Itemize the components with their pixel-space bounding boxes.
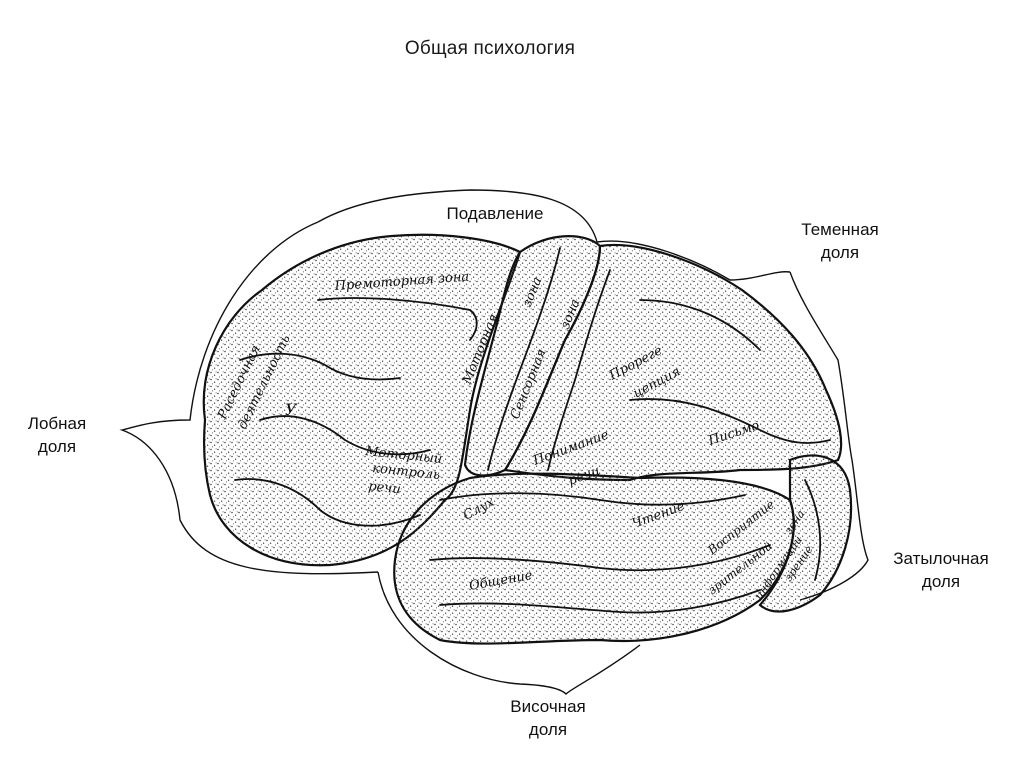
- frontal-bracket: [119, 221, 379, 575]
- suppression-text: Подавление: [446, 204, 544, 223]
- premotor-sulcus: [317, 297, 478, 341]
- temporal-sulcus-2: [439, 589, 761, 614]
- suppression-label: Подавление: [410, 202, 580, 225]
- frontal-lobe-label: Лобная доля: [2, 412, 112, 458]
- slide-title: Общая психология: [404, 38, 576, 59]
- occipital-lobe-line-1: Затылочная: [893, 549, 989, 568]
- y-mark: У: [285, 400, 298, 419]
- occipital-lobe-shape: [758, 454, 853, 613]
- postcentral-sulcus: [547, 269, 611, 471]
- parietal-bracket: [596, 240, 791, 281]
- parietal-lobe-label: Теменная доля: [770, 218, 910, 264]
- speech-control-label-3: речи: [368, 479, 402, 497]
- frontal-sulcus: [239, 352, 401, 381]
- frontal-lobe-shape: [202, 233, 522, 567]
- brain-body: [202, 233, 853, 645]
- temporal-sulcus-1: [429, 544, 771, 572]
- occipital-lobe-line-2: доля: [921, 572, 961, 591]
- frontal-lobe-line-2: доля: [37, 437, 77, 456]
- central-sulcus: [487, 247, 561, 471]
- parietal-sulcus-1: [639, 299, 761, 351]
- temporal-lobe-line-2: доля: [528, 720, 568, 739]
- lobe-brackets: [119, 189, 869, 695]
- parietal-sulcus-2: [629, 398, 831, 444]
- parietal-lobe-line-1: Теменная: [801, 220, 879, 239]
- temporal-bracket: [377, 571, 641, 695]
- top-bracket: [317, 189, 598, 243]
- speech-control-label-2: контроль: [372, 461, 441, 483]
- frontal-lobe-line-1: Лобная: [27, 414, 87, 433]
- sulci-lines: [234, 247, 831, 614]
- parietal-right-bracket: [789, 271, 853, 461]
- occipital-bracket: [799, 459, 869, 601]
- lateral-fissure: [439, 492, 746, 506]
- occipital-sulcus: [804, 479, 822, 581]
- frontal-lower-sulcus: [234, 478, 421, 527]
- temporal-lobe-line-1: Височная: [510, 697, 586, 716]
- frontal-inner-sulcus: [259, 415, 431, 456]
- parietal-lobe-line-2: доля: [820, 243, 860, 262]
- temporal-lobe-label: Височная доля: [468, 695, 628, 741]
- occipital-lobe-label: Затылочная доля: [862, 547, 1020, 593]
- parietal-lobe-shape: [503, 244, 843, 482]
